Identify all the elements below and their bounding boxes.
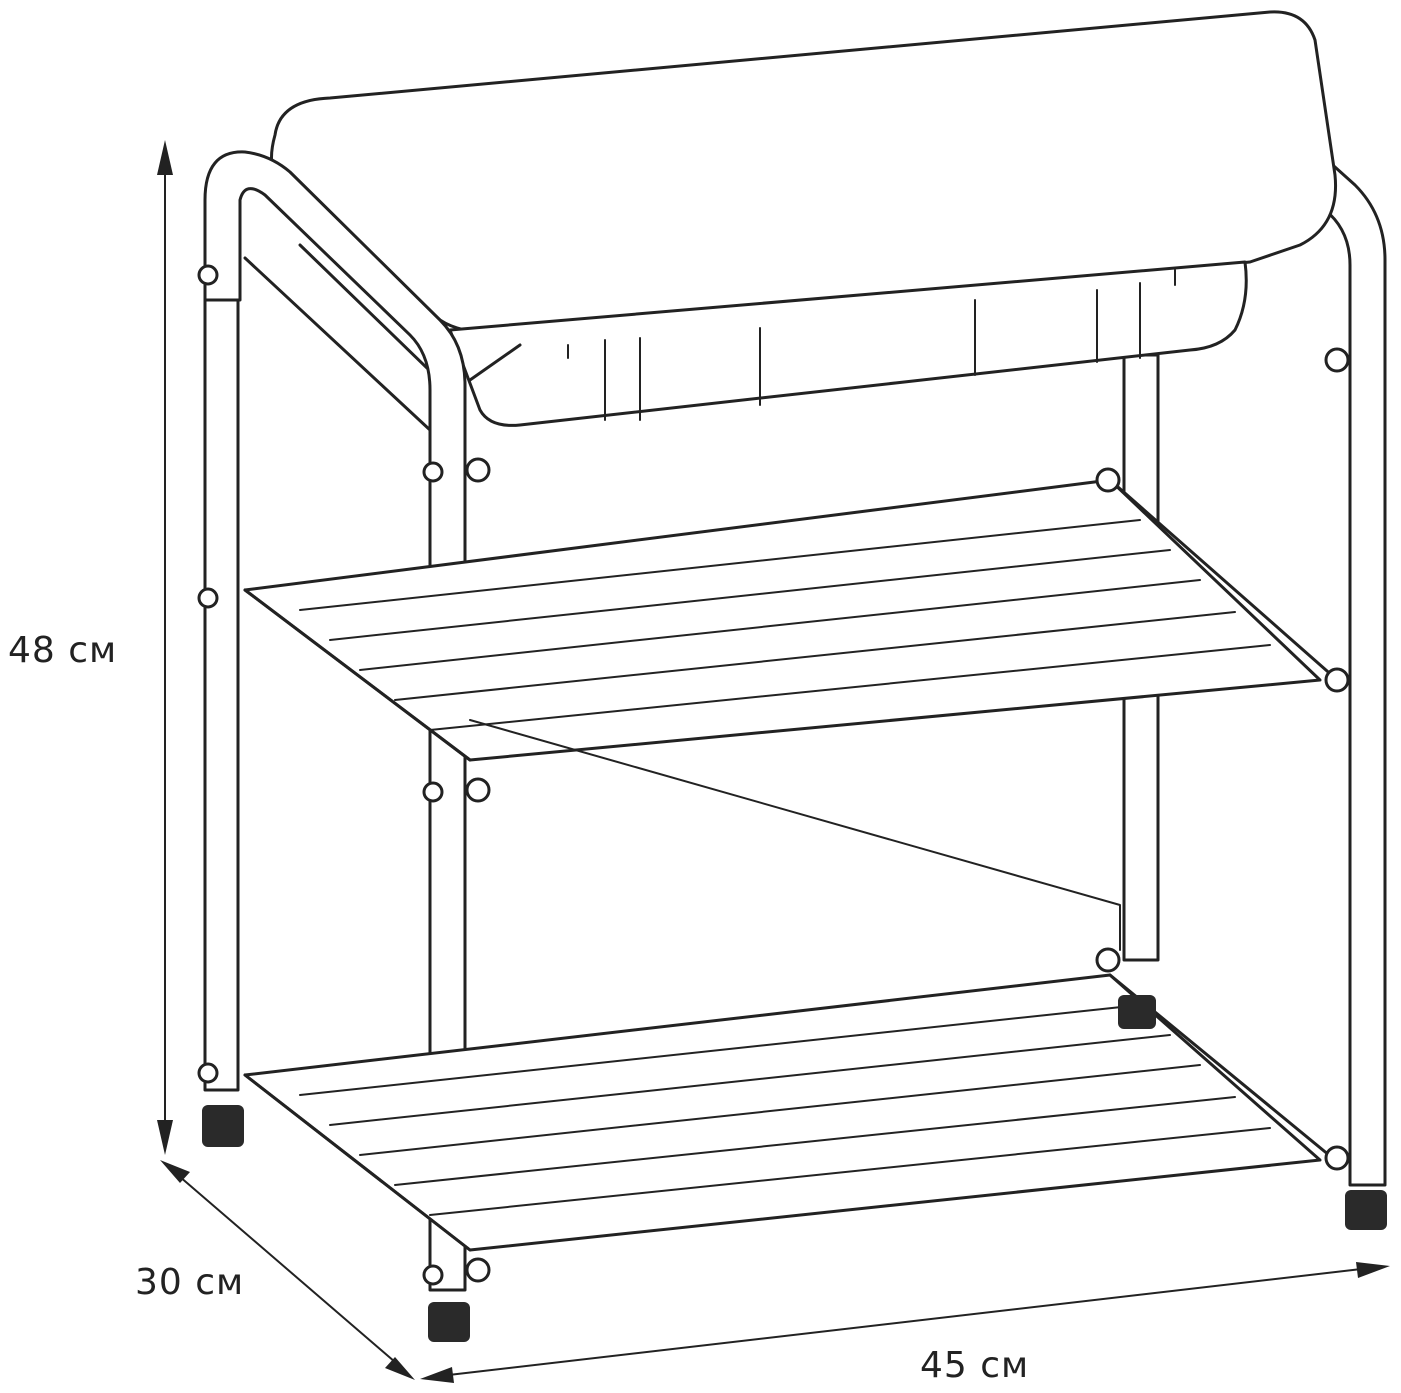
height-label: 48 см — [8, 630, 118, 671]
height-dimension-arrow — [157, 140, 173, 1155]
connector-knobs — [197, 264, 1350, 1286]
width-label: 45 см — [920, 1345, 1030, 1386]
depth-dimension-arrow — [160, 1160, 415, 1380]
width-dimension-arrow — [420, 1262, 1390, 1383]
middle-shelf — [243, 478, 1337, 951]
depth-label: 30 см — [135, 1262, 245, 1303]
feet — [202, 995, 1387, 1342]
seat-cushion — [243, 10, 1338, 432]
bottom-shelf — [243, 973, 1337, 1252]
